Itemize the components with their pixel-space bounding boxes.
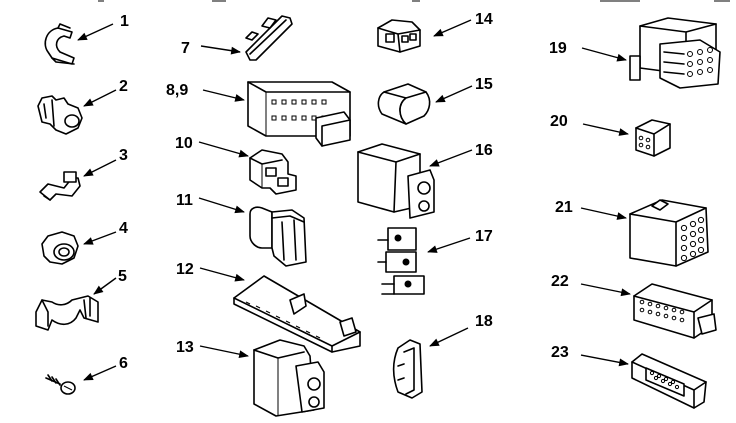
part-12-long-connector: 12: [176, 261, 361, 353]
part-number-label: 4: [119, 220, 128, 237]
part-number-label: 18: [475, 313, 493, 330]
part-number-label: 7: [181, 40, 190, 57]
part-1-cable-clip: 1: [44, 13, 129, 65]
part-11-plug: 11: [176, 192, 307, 267]
part-number-label: 21: [555, 199, 573, 216]
part-21-block-connector: 21: [555, 199, 709, 267]
connector-holes: [680, 216, 705, 262]
part-14-small-housing: 14: [377, 11, 493, 53]
part-number-label: 2: [119, 78, 128, 95]
part-number-label: 3: [119, 147, 128, 164]
part-19-large-connector: 19: [549, 17, 721, 89]
connector-holes: [687, 47, 713, 77]
part-2-wire-clamp: 2: [37, 78, 128, 135]
part-number-label: 6: [119, 355, 128, 372]
part-13-housing: 13: [176, 339, 325, 417]
part-7-terminal-strip: 7: [181, 15, 293, 61]
part-number-label: 1: [120, 13, 129, 30]
part-18-retainer: 18: [392, 313, 493, 399]
part-number-label: 17: [475, 228, 493, 245]
part-15-sleeve: 15: [377, 76, 493, 125]
part-6-screw: 6: [45, 355, 128, 395]
part-number-label: 22: [551, 273, 569, 290]
part-3-spring-clip: 3: [39, 147, 128, 201]
part-number-label: 20: [550, 113, 568, 130]
part-16-housing: 16: [357, 142, 493, 219]
part-number-label: 11: [176, 192, 193, 209]
part-number-label: 14: [475, 11, 493, 28]
part-23-d-sub-connector: 23: [551, 344, 707, 409]
part-number-label: 19: [549, 40, 567, 57]
part-20-small-block: 20: [550, 113, 671, 157]
part-17-pin-block: 17: [377, 227, 493, 295]
part-number-label: 23: [551, 344, 569, 361]
connector-pins: [649, 370, 680, 390]
connector-pins: [245, 301, 321, 339]
part-number-label: 12: [176, 261, 194, 278]
part-8-9-multi-connector: 8,9: [166, 81, 351, 147]
part-number-label: 8,9: [166, 82, 188, 99]
connector-holes: [639, 299, 685, 323]
part-number-label: 5: [118, 268, 127, 285]
part-22-pin-connector: 22: [551, 273, 717, 339]
part-number-label: 13: [176, 339, 194, 356]
part-5-bracket-clamp: 5: [35, 268, 127, 331]
part-number-label: 10: [175, 135, 193, 152]
part-10-housing: 10: [175, 135, 297, 195]
part-4-grommet: 4: [41, 220, 128, 265]
connector-holes: [638, 135, 651, 150]
part-number-label: 15: [475, 76, 493, 93]
part-number-label: 16: [475, 142, 493, 159]
